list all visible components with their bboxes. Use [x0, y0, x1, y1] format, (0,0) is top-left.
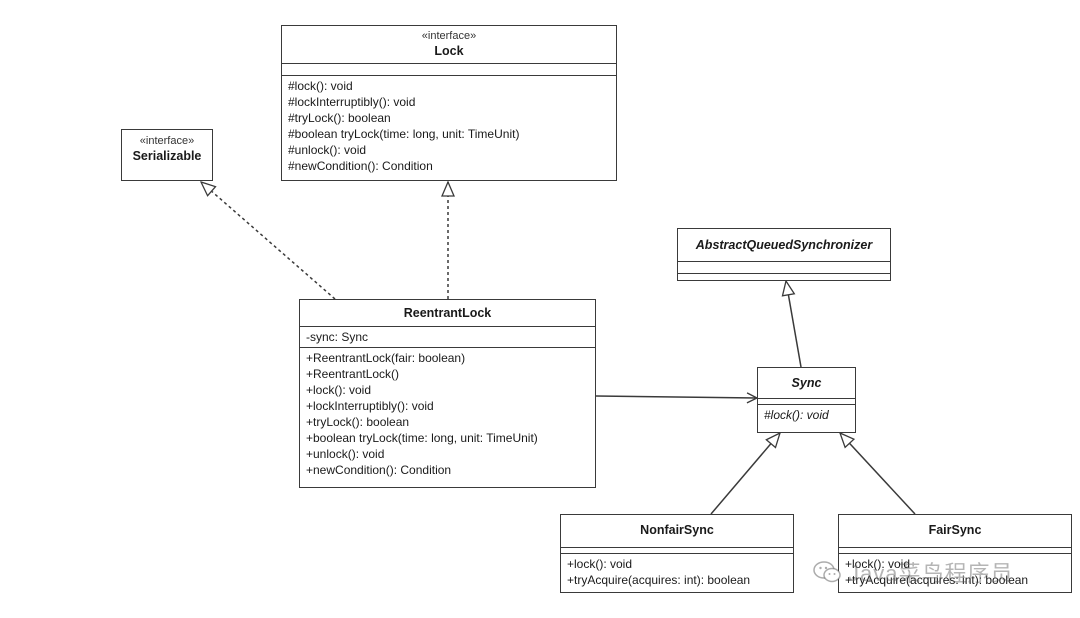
operation: +boolean tryLock(time: long, unit: TimeU… [306, 431, 538, 445]
operation: #lock(): void [764, 408, 829, 422]
stereotype-label: «interface» [421, 30, 477, 42]
operations-compartment [678, 273, 890, 285]
class-name: AbstractQueuedSynchronizer [695, 238, 873, 252]
class-sync[interactable]: Sync #lock(): void [757, 367, 856, 433]
realization-reentrantlock-serializable [201, 182, 336, 300]
operation: +tryAcquire(acquires: int): boolean [567, 573, 751, 587]
class-name: ReentrantLock [403, 306, 492, 320]
watermark-text: Java菜鸟程序员 [848, 561, 1014, 586]
class-fairsync-header: FairSync [839, 515, 1071, 547]
operation: +lock(): void [306, 383, 372, 397]
association-reentrantlock-sync [595, 396, 757, 398]
operation: +tryLock(): boolean [306, 415, 410, 429]
wechat-icon [813, 561, 841, 583]
generalization-sync-aqs [786, 281, 802, 368]
class-name: FairSync [928, 523, 982, 537]
generalization-fairsync-sync [840, 433, 916, 515]
operations-compartment: +ReentrantLock(fair: boolean) +Reentrant… [300, 347, 595, 480]
operations-compartment: +lock(): void +tryAcquire(acquires: int)… [839, 553, 1071, 590]
class-nonfairsync[interactable]: NonfairSync +lock(): void +tryAcquire(ac… [560, 514, 794, 593]
operation: +newCondition(): Condition [306, 463, 452, 477]
operation: +lockInterruptibly(): void [306, 399, 434, 413]
class-fairsync[interactable]: FairSync +lock(): void +tryAcquire(acqui… [838, 514, 1072, 593]
class-abstract-queued-synchronizer[interactable]: AbstractQueuedSynchronizer [677, 228, 891, 281]
class-aqs-header: AbstractQueuedSynchronizer [678, 229, 890, 261]
attributes-compartment [282, 63, 616, 75]
attributes-compartment [678, 261, 890, 273]
operation: +ReentrantLock() [306, 367, 400, 381]
operation: +lock(): void [845, 557, 911, 571]
class-sync-header: Sync [758, 368, 855, 398]
class-serializable[interactable]: «interface» Serializable [121, 129, 213, 181]
operation: +ReentrantLock(fair: boolean) [306, 351, 466, 365]
generalization-nonfairsync-sync [710, 433, 780, 515]
operation: #boolean tryLock(time: long, unit: TimeU… [288, 127, 520, 141]
class-name: Lock [434, 44, 464, 58]
class-name: Sync [791, 376, 822, 390]
operation: #unlock(): void [288, 143, 367, 157]
attributes-compartment: -sync: Sync [300, 326, 595, 347]
operation: #tryLock(): boolean [288, 111, 391, 125]
operation: +unlock(): void [306, 447, 385, 461]
class-nonfairsync-header: NonfairSync [561, 515, 793, 547]
stereotype-label: «interface» [139, 135, 195, 147]
class-serializable-header: «interface» Serializable [122, 130, 212, 168]
operation: #newCondition(): Condition [288, 159, 433, 173]
watermark: Java菜鸟程序员 [812, 556, 1013, 588]
attribute: -sync: Sync [306, 330, 369, 344]
class-lock-header: «interface» Lock [282, 26, 616, 63]
class-lock[interactable]: «interface» Lock #lock(): void #lockInte… [281, 25, 617, 181]
class-name: NonfairSync [640, 523, 714, 537]
attributes-compartment [758, 398, 855, 404]
class-name: Serializable [132, 149, 202, 163]
operations-compartment: #lock(): void [758, 404, 855, 425]
operation: #lock(): void [288, 79, 353, 93]
class-reentrantlock-header: ReentrantLock [300, 300, 595, 326]
operation: +tryAcquire(acquires: int): boolean [845, 573, 1029, 587]
class-reentrantlock[interactable]: ReentrantLock -sync: Sync +ReentrantLock… [299, 299, 596, 488]
operation: #lockInterruptibly(): void [288, 95, 416, 109]
operation: +lock(): void [567, 557, 633, 571]
attributes-compartment [839, 547, 1071, 553]
operations-compartment: #lock(): void #lockInterruptibly(): void… [282, 75, 616, 176]
operations-compartment: +lock(): void +tryAcquire(acquires: int)… [561, 553, 793, 590]
attributes-compartment [561, 547, 793, 553]
